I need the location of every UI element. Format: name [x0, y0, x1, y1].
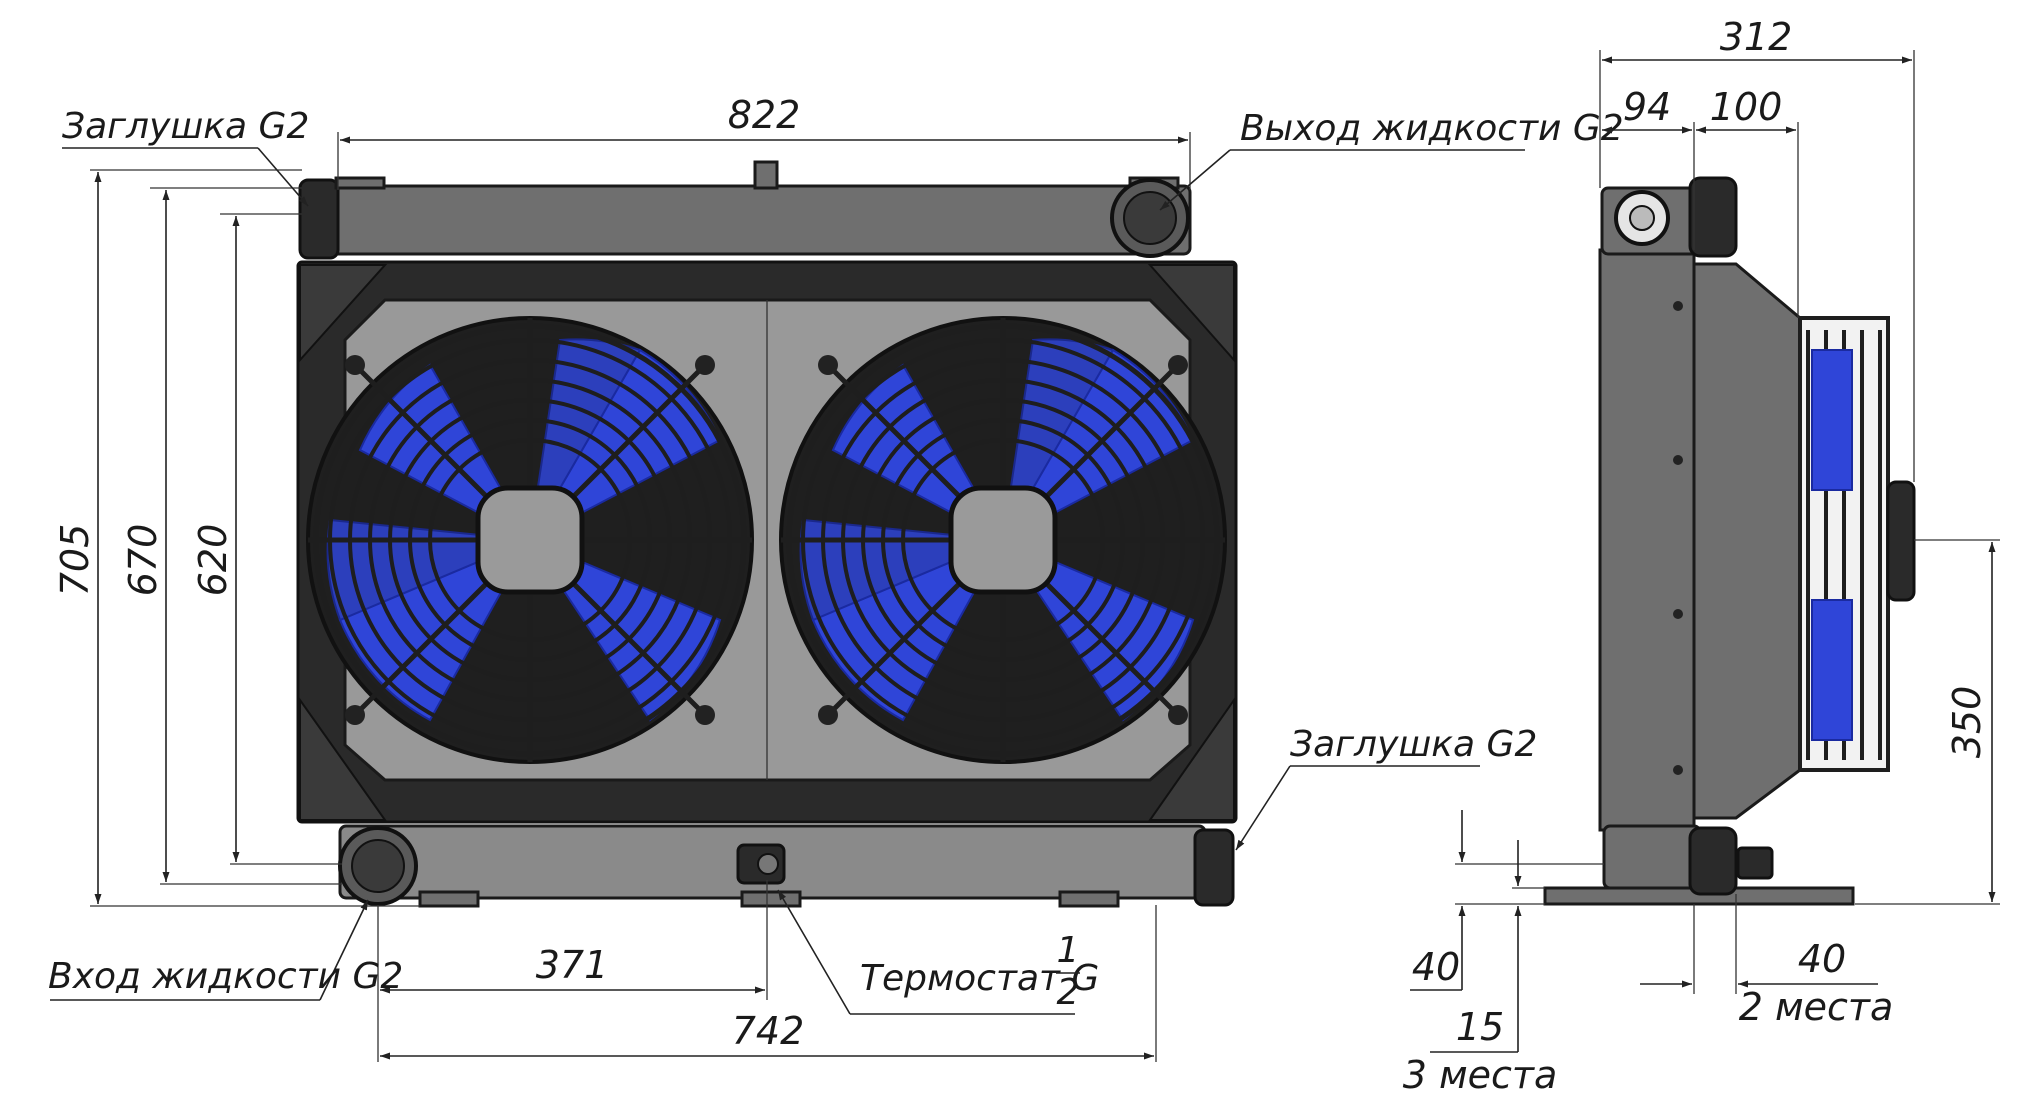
- side-top-port: [1688, 176, 1738, 258]
- label-outlet: Выход жидкости G2: [1240, 108, 1624, 149]
- foot-2: [740, 890, 802, 908]
- side-bottom-tank: [1602, 824, 1702, 890]
- dim-15-note: 3 места: [1403, 1053, 1558, 1097]
- dim-15: 15: [1456, 1005, 1504, 1049]
- corner-bl: [299, 696, 387, 821]
- dim-40-right-note: 2 места: [1739, 985, 1894, 1029]
- dim-742: 742: [732, 1009, 805, 1053]
- dim-705: 705: [53, 524, 97, 597]
- side-radiator-core: [1598, 248, 1696, 832]
- inlet-port-inner: [351, 839, 405, 893]
- front-view: [296, 160, 1238, 908]
- label-thermostat-den: 2: [1057, 972, 1080, 1013]
- fan-right: [779, 316, 1227, 764]
- dim-350: 350: [1945, 686, 1989, 759]
- foot-3: [1058, 890, 1120, 908]
- dim-670: 670: [121, 524, 165, 597]
- side-bottom-port: [1688, 826, 1738, 896]
- bottom-plug-cap: [1193, 828, 1235, 907]
- corner-br: [1148, 696, 1235, 821]
- dim-822: 822: [728, 93, 801, 137]
- side-view: [1543, 176, 1916, 906]
- front-dimensions: 822 705 670 620 371 742 Заглушка G2 Выхо…: [48, 93, 1624, 1062]
- top-plug-cap: [298, 178, 340, 260]
- top-bracket-left: [334, 176, 386, 190]
- label-thermostat: Термостат G: [860, 958, 1099, 999]
- corner-tl: [299, 264, 388, 363]
- dim-40-right: 40: [1798, 937, 1846, 981]
- side-shroud: [1692, 262, 1802, 820]
- side-dimensions: 312 94 100 350 40 15 3 места 40 2 места: [1403, 15, 2000, 1097]
- label-thermostat-num: 1: [1057, 930, 1080, 971]
- label-plug-top: Заглушка G2: [62, 106, 309, 147]
- outlet-port-inner: [1123, 191, 1177, 245]
- label-plug-bottom: Заглушка G2: [1290, 724, 1537, 765]
- side-motor: [1886, 480, 1916, 602]
- dim-40-left: 40: [1412, 945, 1460, 989]
- dim-94: 94: [1623, 85, 1671, 129]
- dim-312: 312: [1720, 15, 1793, 59]
- dim-620: 620: [191, 524, 235, 597]
- side-bottom-fitting: [1736, 846, 1774, 880]
- fan-left: [306, 316, 754, 764]
- foot-1: [418, 890, 480, 908]
- top-header-tank: [303, 184, 1192, 256]
- label-inlet: Вход жидкости G2: [48, 956, 403, 997]
- dim-371: 371: [536, 943, 609, 987]
- dim-100: 100: [1710, 85, 1783, 129]
- corner-tr: [1147, 264, 1235, 363]
- top-vent-port: [753, 160, 779, 190]
